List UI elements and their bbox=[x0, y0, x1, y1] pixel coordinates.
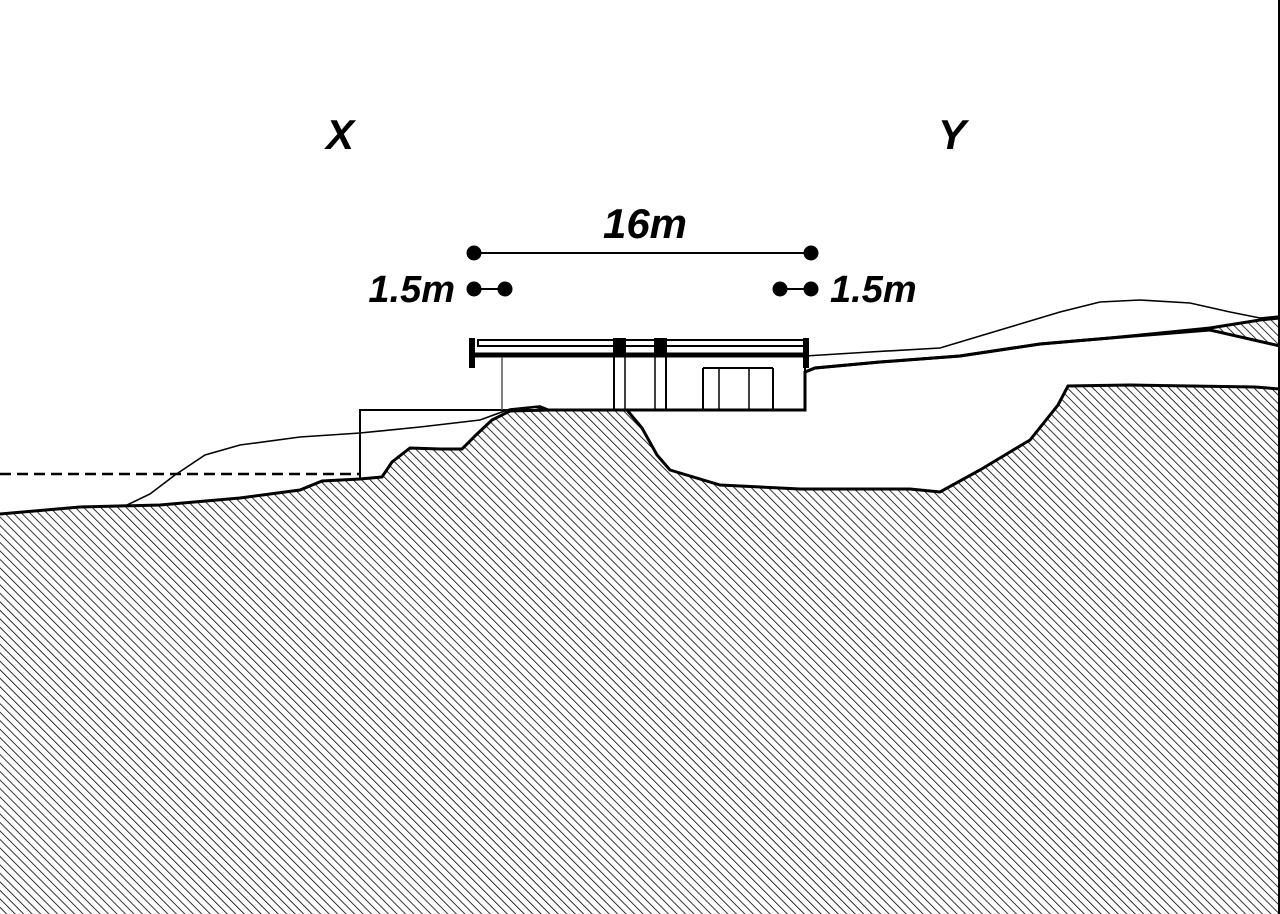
span-dimension bbox=[466, 245, 819, 261]
roof-edge-left bbox=[469, 338, 475, 368]
ground-section-hatch bbox=[0, 318, 1280, 914]
existing-terrain-line-right bbox=[804, 299, 1280, 357]
span-endpoint-right bbox=[803, 245, 819, 261]
ground-surface-line bbox=[0, 408, 551, 516]
left-offset-dimension bbox=[466, 281, 513, 297]
right-offset-dimension bbox=[772, 281, 819, 297]
roof-edge-right bbox=[803, 338, 809, 368]
column-block-2 bbox=[654, 338, 667, 355]
point-y-label: Y bbox=[938, 111, 970, 158]
right-offset-label: 1.5m bbox=[830, 269, 917, 311]
right-offset-dot-1 bbox=[772, 281, 788, 297]
right-offset-dot-2 bbox=[803, 281, 819, 297]
left-offset-dot-1 bbox=[466, 281, 482, 297]
ground-surface-line-right bbox=[804, 316, 1280, 374]
building-section bbox=[469, 338, 809, 412]
point-x-label: X bbox=[324, 111, 357, 158]
left-offset-dot-2 bbox=[497, 281, 513, 297]
roof-cap bbox=[477, 339, 805, 347]
column-block-1 bbox=[613, 338, 626, 355]
left-offset-label: 1.5m bbox=[368, 269, 455, 311]
existing-terrain-line bbox=[124, 405, 551, 507]
span-dimension-label: 16m bbox=[603, 200, 687, 247]
span-endpoint-left bbox=[466, 245, 482, 261]
